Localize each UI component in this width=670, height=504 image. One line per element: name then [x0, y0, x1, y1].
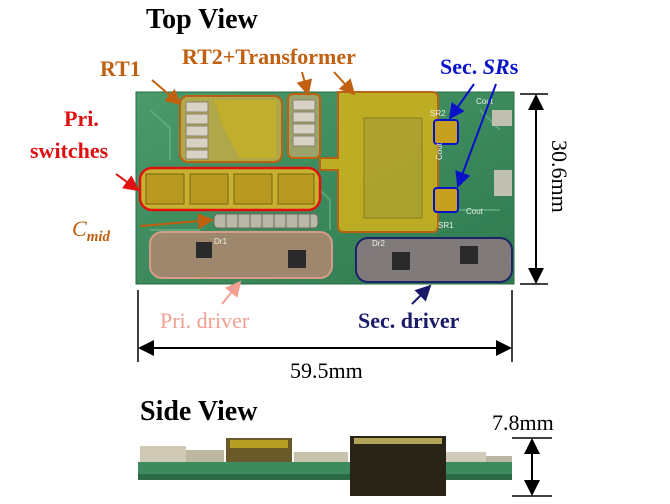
cmid-block	[213, 213, 319, 229]
height-dim-label: 30.6mm	[547, 140, 572, 213]
pri-switches-block	[138, 166, 322, 212]
pri-driver-ic-2	[288, 250, 306, 268]
rt2-capacitors	[292, 99, 316, 147]
sec-sr-lower	[433, 187, 459, 213]
pri-driver-ic-1	[196, 242, 212, 258]
top-view-heading: Top View	[146, 4, 259, 35]
sec-sr-arrow-upper	[448, 83, 475, 120]
marking-sr2: SR2	[430, 109, 446, 118]
marking-cout-2: Cout	[435, 142, 444, 160]
output-pad-middle	[494, 170, 512, 196]
rt1-label: RT1	[100, 56, 141, 81]
sec-srs-label: Sec. SRs	[440, 54, 519, 79]
width-dim-label: 59.5mm	[290, 358, 363, 383]
marking-sr1: SR1	[438, 221, 454, 230]
sec-driver-ic-1	[392, 252, 410, 270]
side-view-heading: Side View	[140, 396, 258, 427]
marking-cout-3: Cout	[466, 207, 484, 216]
sec-driver-arrow	[411, 284, 432, 305]
cmid-arrow	[139, 213, 214, 230]
pri-switch-devices	[145, 173, 315, 205]
side-view-photo	[138, 436, 512, 496]
pri-driver-block	[149, 231, 333, 279]
pri-switches-label-line1: Pri.	[64, 106, 99, 131]
rt1-tape	[214, 100, 276, 158]
rt2-arrow	[296, 71, 313, 96]
marking-dr2: Dr2	[372, 239, 385, 248]
thickness-dim-label: 7.8mm	[492, 410, 554, 435]
cmid-capacitors	[225, 214, 311, 228]
marking-dr1: Dr1	[214, 237, 227, 246]
transformer-arrow	[333, 71, 356, 96]
pri-switches-arrow	[115, 173, 140, 192]
rt2-transformer-label: RT2+Transformer	[182, 44, 356, 69]
transformer-core	[363, 117, 423, 219]
pri-driver-arrow	[221, 280, 242, 305]
marking-cout-1: Cout	[476, 97, 494, 106]
rt1-capacitors	[185, 101, 209, 160]
sec-sr-upper	[433, 119, 459, 145]
cmid-label: Cmid	[72, 216, 111, 245]
sec-sr-arrow-lower	[455, 83, 497, 188]
sec-driver-ic-2	[460, 246, 478, 264]
pri-driver-label: Pri. driver	[160, 308, 250, 333]
pri-switches-label-line2: switches	[30, 138, 109, 163]
sec-driver-label: Sec. driver	[358, 308, 460, 333]
rt1-arrow	[151, 79, 182, 106]
output-pad-upper	[492, 110, 512, 126]
